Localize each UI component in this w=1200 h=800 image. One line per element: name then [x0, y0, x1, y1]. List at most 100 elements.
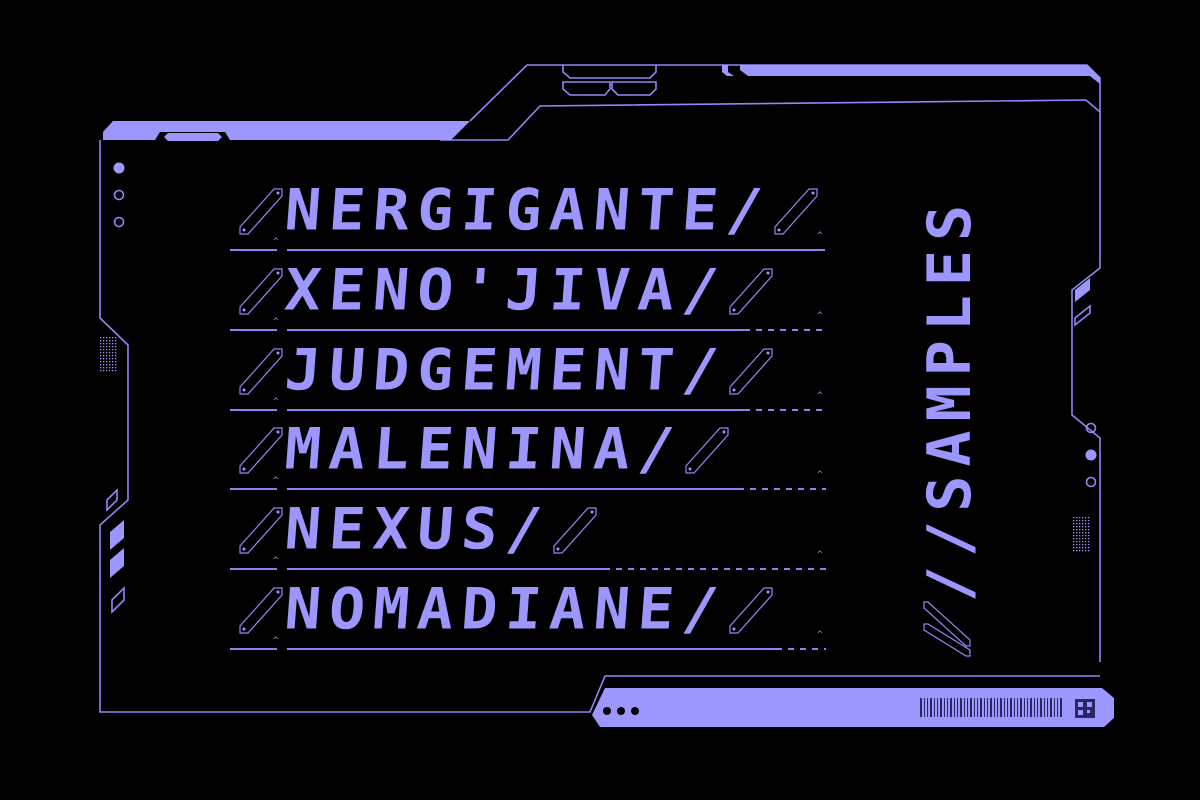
tag-icon: [923, 601, 971, 657]
grille-dot: [100, 370, 102, 372]
grille-dot: [1088, 547, 1090, 549]
underline: [287, 568, 610, 570]
caret-icon: ^: [817, 470, 823, 480]
grille-dot: [1082, 541, 1084, 543]
underline: [287, 249, 825, 251]
grille-dot: [1073, 538, 1075, 540]
barcode-bar: [980, 698, 982, 717]
grille-dot: [1082, 532, 1084, 534]
grille-dot: [1082, 523, 1084, 525]
grille-dot: [1076, 547, 1078, 549]
barcode-bar: [934, 698, 935, 717]
barcode-bar: [954, 698, 955, 717]
barcode-bar: [1034, 698, 1035, 717]
barcode-bar: [967, 698, 968, 717]
underline: [230, 329, 277, 331]
grille-dot: [106, 349, 108, 351]
grille-dot: [103, 349, 105, 351]
caret-icon: ^: [273, 317, 279, 327]
grille-dot: [1079, 529, 1081, 531]
grille-dot: [1079, 544, 1081, 546]
grille-dot: [1082, 517, 1084, 519]
grille-dot: [1073, 529, 1075, 531]
grille-dot: [100, 349, 102, 351]
underline: [230, 249, 277, 251]
sample-row: XENO'JIVA/ ^ ^: [230, 257, 830, 348]
barcode-bar: [924, 698, 925, 717]
barcode-bar: [1050, 698, 1052, 717]
barcode-bar: [970, 698, 972, 717]
grille-dot: [1079, 541, 1081, 543]
grille-dot: [1085, 532, 1087, 534]
grille-dot: [1085, 538, 1087, 540]
sample-word: NEXUS/: [282, 496, 553, 563]
grille-dot: [1076, 520, 1078, 522]
grille-dot: [1088, 535, 1090, 537]
grille-dot: [1073, 541, 1075, 543]
barcode-bar: [927, 698, 928, 717]
grille-dot: [1079, 538, 1081, 540]
grille-dot: [106, 337, 108, 339]
grille-dot: [100, 337, 102, 339]
grille-dot: [1079, 520, 1081, 522]
grille-dot: [112, 343, 114, 345]
grille-dot: [109, 358, 111, 360]
tag-icon: [728, 587, 774, 639]
grille-dot: [1073, 547, 1075, 549]
sample-word: MALENINA/: [282, 416, 685, 483]
grille-dot: [109, 346, 111, 348]
grille-dot: [100, 340, 102, 342]
grille-dot: [112, 364, 114, 366]
underline: [287, 409, 750, 411]
qr-code-icon: [1075, 699, 1095, 718]
grille-dot: [1076, 517, 1078, 519]
grille-dot: [1085, 541, 1087, 543]
grille-dot: [1088, 550, 1090, 552]
grille-dot: [1073, 532, 1075, 534]
grille-dot: [103, 340, 105, 342]
barcode-bar: [984, 698, 985, 717]
grille-dot: [1079, 526, 1081, 528]
grille-dot: [1088, 529, 1090, 531]
grille-dot: [1085, 520, 1087, 522]
dashed-underline: [750, 488, 826, 490]
grille-dot: [103, 370, 105, 372]
barcode-bar: [1000, 698, 1002, 717]
grille-dot: [1085, 544, 1087, 546]
grille-dot: [112, 340, 114, 342]
grille-dot: [100, 364, 102, 366]
grille-dot: [112, 367, 114, 369]
grille-dot: [1085, 517, 1087, 519]
barcode-bar: [920, 698, 922, 717]
grille-dot: [109, 352, 111, 354]
caret-icon: ^: [817, 311, 823, 321]
grille-dot: [112, 358, 114, 360]
grille-dot: [100, 358, 102, 360]
grille-dot: [112, 352, 114, 354]
tag-icon: [552, 507, 598, 559]
grille-dot: [1076, 550, 1078, 552]
grille-dot: [1088, 541, 1090, 543]
barcode-bar: [1040, 698, 1042, 717]
underline: [230, 488, 277, 490]
grille-dot: [109, 361, 111, 363]
grille-dot: [106, 340, 108, 342]
tag-icon: [238, 268, 284, 320]
underline: [230, 568, 277, 570]
barcode-bar: [944, 698, 945, 717]
sample-row: NOMADIANE/ ^ ^: [230, 576, 830, 667]
barcode-bar: [1057, 698, 1058, 717]
grille-dot: [103, 364, 105, 366]
grille-dot: [103, 361, 105, 363]
grille-dot: [1076, 523, 1078, 525]
sample-word: NOMADIANE/: [282, 576, 729, 643]
barcode-bar: [997, 698, 998, 717]
grille-dot: [1085, 526, 1087, 528]
grille-dot: [1076, 538, 1078, 540]
tag-icon: [238, 427, 284, 479]
grille-dot: [1085, 550, 1087, 552]
grille-dot: [103, 352, 105, 354]
barcode-bar: [940, 698, 942, 717]
barcode-bar: [1004, 698, 1005, 717]
grille-dot: [1085, 523, 1087, 525]
